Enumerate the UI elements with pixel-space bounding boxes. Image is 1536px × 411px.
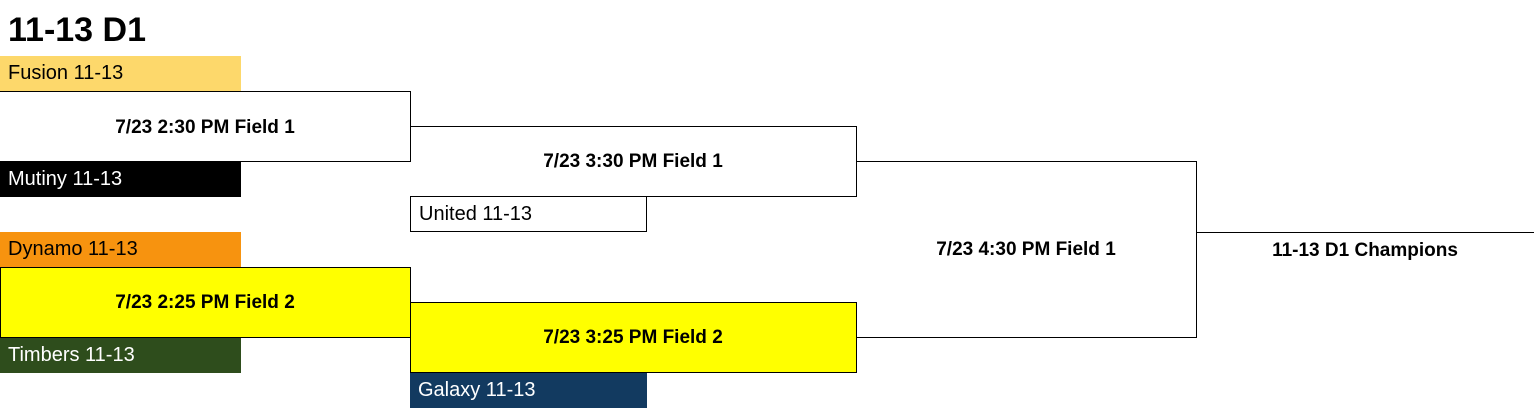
- team-timbers: Timbers 11-13: [0, 338, 241, 373]
- game-box-r1-bottom: [0, 267, 411, 338]
- bracket-line: [1196, 232, 1534, 233]
- game-r2-bottom: 7/23 3:25 PM Field 2: [543, 327, 723, 348]
- bracket-line: [856, 337, 1197, 338]
- team-united: United 11-13: [410, 196, 647, 232]
- team-galaxy: Galaxy 11-13: [410, 373, 647, 408]
- game-r1-bottom: 7/23 2:25 PM Field 2: [115, 292, 295, 313]
- bracket-title: 11-13 D1: [8, 11, 146, 49]
- game-box-r2-bottom: [410, 302, 857, 373]
- team-mutiny: Mutiny 11-13: [0, 162, 241, 197]
- champion-label: 11-13 D1 Champions: [1272, 240, 1458, 261]
- bracket-line: [856, 161, 1197, 162]
- bracket-line: [1196, 161, 1197, 338]
- team-dynamo: Dynamo 11-13: [0, 232, 241, 267]
- bracket-line: [0, 91, 410, 92]
- bracket-line: [0, 161, 410, 162]
- bracket-line: [410, 126, 857, 127]
- team-fusion: Fusion 11-13: [0, 56, 241, 91]
- game-r2-top: 7/23 3:30 PM Field 1: [543, 151, 723, 172]
- game-final: 7/23 4:30 PM Field 1: [936, 239, 1116, 260]
- game-r1-top: 7/23 2:30 PM Field 1: [115, 117, 295, 138]
